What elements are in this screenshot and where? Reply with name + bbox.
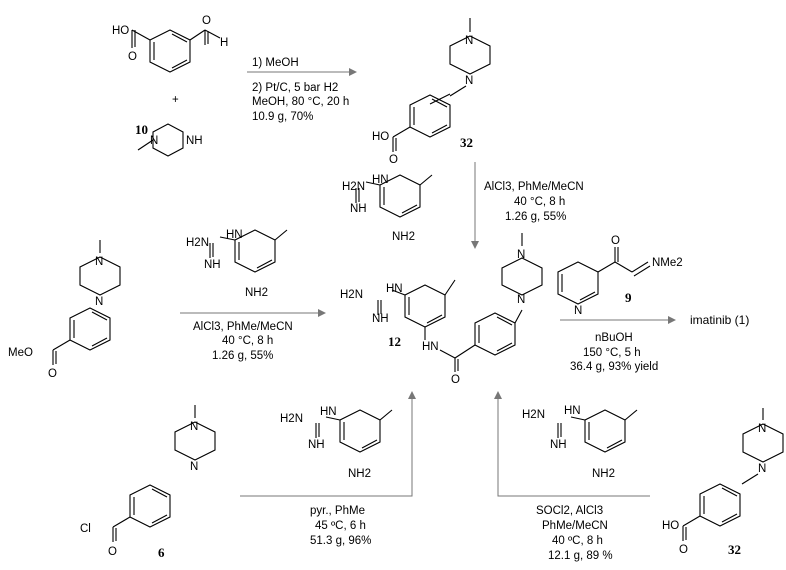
plus-sign: + (172, 94, 179, 106)
atom-nh: HN (422, 341, 439, 353)
atom-n: N (190, 461, 198, 473)
conditions-vertical: AlCl3, PhMe/MeCN 40 °C, 8 h 1.26 g, 55% (484, 181, 584, 223)
condition-line: AlCl3, PhMe/MeCN (193, 321, 293, 333)
methyl-ester-structure: N N MeO O (8, 240, 121, 380)
compound-6-structure: N N Cl O 6 (80, 405, 216, 560)
compound-label-12: 12 (388, 334, 401, 349)
atom-n: N (517, 294, 525, 306)
atom-n: N (758, 463, 766, 475)
atom-n: N (95, 296, 103, 308)
atom-o: O (108, 546, 117, 558)
conditions-right: nBuOH 150 °C, 5 h 36.4 g, 93% yield (570, 332, 658, 373)
condition-line: pyr., PhMe (310, 505, 365, 517)
atom-h2n: H2N (340, 289, 363, 301)
condition-line: 150 °C, 5 h (583, 347, 641, 359)
atom-o: O (389, 154, 398, 166)
condition-line: 1) MeOH (252, 57, 299, 69)
condition-line: PhMe/MeCN (542, 520, 608, 532)
condition-line: 40 ºC, 8 h (552, 535, 603, 547)
atom-ho: HO (112, 25, 129, 37)
atom-n: N (190, 421, 198, 433)
product-imatinib: imatinib (1) (690, 313, 749, 327)
reaction-arrow-bottom-right (494, 391, 650, 497)
atom-n: N (758, 423, 766, 435)
condition-line: 1.26 g, 55% (212, 350, 273, 362)
condition-line: 10.9 g, 70% (252, 111, 313, 123)
compound-12-structure: H2N HN NH HN O N N 12 (340, 233, 543, 386)
guanidine-reagent-center: H2N HN NH NH2 (342, 174, 433, 243)
condition-line: MeOH, 80 °C, 20 h (252, 96, 349, 108)
compound-9-structure: N O NMe2 9 (557, 235, 683, 317)
guanidine-reagent-left: H2N HN NH NH2 (186, 229, 288, 299)
compound-label-32: 32 (460, 135, 473, 150)
compound-32-top-structure: N N HO O 32 (372, 18, 491, 166)
condition-line: 45 ºC, 6 h (315, 520, 366, 532)
atom-h2n: H2N (186, 237, 209, 249)
condition-line: 51.3 g, 96% (310, 535, 371, 547)
guanidine-reagent-bottom-left: H2N HN NH NH2 (280, 406, 393, 480)
atom-n: N (95, 256, 103, 268)
condition-line: 2) Pt/C, 5 bar H2 (252, 82, 338, 94)
atom-nh2: NH2 (592, 468, 615, 480)
compound-label-32: 32 (728, 542, 741, 557)
atom-n: N (150, 135, 158, 147)
starting-aldehyde-acid: HO O O H (112, 15, 228, 73)
atom-nh: NH (204, 259, 221, 271)
atom-nme2: NMe2 (652, 257, 683, 269)
atom-nh: HN (564, 405, 581, 417)
condition-line: nBuOH (595, 332, 633, 344)
atom-nh: HN (320, 406, 337, 418)
condition-line: 40 °C, 8 h (222, 335, 273, 347)
atom-o: O (679, 544, 688, 556)
atom-n: N (465, 35, 473, 47)
atom-nh: NH (372, 313, 389, 325)
atom-o: O (202, 15, 211, 27)
atom-h2n: H2N (342, 181, 365, 193)
condition-line: 1.26 g, 55% (505, 211, 566, 223)
conditions-left: AlCl3, PhMe/MeCN 40 °C, 8 h 1.26 g, 55% (193, 321, 293, 362)
atom-nh: HN (226, 229, 243, 241)
reaction-arrow-bottom-left (240, 391, 416, 497)
compound-label-10: 10 (135, 122, 148, 137)
atom-ho: HO (372, 131, 389, 143)
atom-nh2: NH2 (348, 468, 371, 480)
atom-o: O (451, 374, 460, 386)
atom-n: N (465, 75, 473, 87)
atom-nh: NH (308, 439, 325, 451)
compound-32-bottom-structure: N N HO O 32 (662, 408, 784, 557)
atom-o: O (611, 235, 620, 247)
atom-nh: HN (372, 174, 389, 186)
atom-ho: HO (662, 520, 679, 532)
condition-line: AlCl3, PhMe/MeCN (484, 181, 584, 193)
compound-10-structure: N NH 10 (135, 122, 203, 157)
atom-h: H (220, 37, 228, 49)
condition-line: SOCl2, AlCl3 (536, 505, 603, 517)
condition-line: 12.1 g, 89 % (548, 550, 613, 562)
condition-line: 40 °C, 8 h (514, 196, 565, 208)
atom-nh: NH (186, 135, 203, 147)
atom-nh2: NH2 (245, 287, 268, 299)
conditions-bottom-left: pyr., PhMe 45 ºC, 6 h 51.3 g, 96% (310, 505, 371, 547)
atom-nh: NH (550, 439, 567, 451)
atom-o: O (128, 51, 137, 63)
compound-label-6: 6 (158, 545, 165, 560)
atom-n: N (574, 305, 582, 317)
compound-label-9: 9 (625, 290, 632, 305)
atom-nh: HN (386, 283, 403, 295)
condition-line: 36.4 g, 93% yield (570, 361, 658, 373)
atom-n: N (517, 249, 525, 261)
atom-h2n: H2N (280, 413, 303, 425)
atom-nh: NH (350, 203, 367, 215)
atom-cl: Cl (80, 523, 91, 535)
guanidine-reagent-bottom-right: H2N HN NH NH2 (522, 405, 638, 480)
atom-h2n: H2N (522, 409, 545, 421)
atom-o: O (48, 368, 57, 380)
conditions-top: 1) MeOH 2) Pt/C, 5 bar H2 MeOH, 80 °C, 2… (252, 57, 349, 123)
atom-meo: MeO (8, 347, 33, 359)
conditions-bottom-right: SOCl2, AlCl3 PhMe/MeCN 40 ºC, 8 h 12.1 g… (536, 505, 613, 562)
atom-nh2: NH2 (392, 231, 415, 243)
